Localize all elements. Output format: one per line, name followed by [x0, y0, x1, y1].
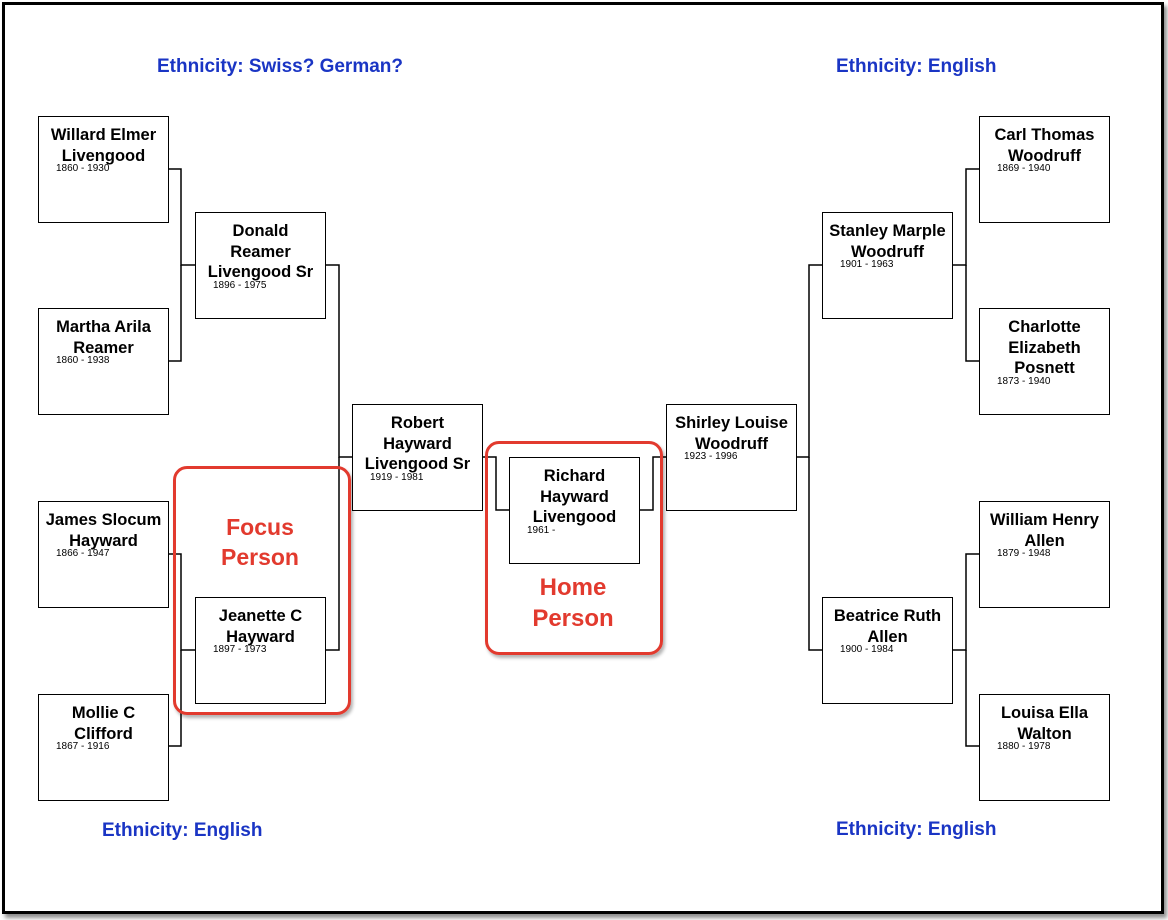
person-years: 1860 - 1930	[56, 163, 110, 174]
person-years: 1896 - 1975	[213, 279, 267, 291]
connector-beatrice-shirley	[808, 457, 822, 651]
home-person-highlight	[485, 441, 663, 655]
person-card-mollie[interactable]: Mollie C Clifford 1867 - 1916	[38, 694, 169, 801]
person-name: Carl Thomas Woodruff	[994, 126, 1095, 165]
focus-person-label-line1: Focus	[226, 514, 294, 540]
focus-person-label-line2: Person	[221, 544, 299, 570]
person-years: 1869 - 1940	[997, 163, 1051, 174]
person-name: Jeanette C Hayward	[218, 607, 303, 646]
person-name: William Henry Allen	[990, 511, 1099, 550]
person-name: Mollie C Clifford	[71, 704, 136, 743]
person-years: 1901 - 1963	[840, 259, 894, 270]
connector-martha-donald	[169, 265, 182, 362]
person-card-willard[interactable]: Willard Elmer Livengood 1860 - 1930	[38, 116, 169, 223]
person-card-robert[interactable]: Robert Hayward Livengood Sr 1919 - 1981	[352, 404, 483, 511]
ethnicity-label-top-left: Ethnicity: Swiss? German?	[157, 56, 403, 77]
focus-person-highlight	[173, 466, 351, 715]
ethnicity-label-top-right: Ethnicity: English	[836, 56, 997, 77]
person-years: 1860 - 1938	[56, 355, 110, 366]
connector-donald-robert	[326, 264, 352, 458]
connector-charlotte-stanley	[965, 265, 979, 362]
person-years: 1879 - 1948	[997, 548, 1051, 559]
connector-william-beatrice	[953, 553, 979, 651]
focus-person-label: Focus Person	[185, 512, 335, 572]
person-card-martha[interactable]: Martha Arila Reamer 1860 - 1938	[38, 308, 169, 415]
person-name: Charlotte Elizabeth Posnett	[1008, 318, 1081, 377]
person-years: 1866 - 1947	[56, 548, 110, 559]
home-person-label: Home Person	[498, 572, 648, 634]
person-years: 1961 -	[527, 524, 556, 536]
connector-shirley-richard	[640, 456, 666, 511]
person-card-shirley[interactable]: Shirley Louise Woodruff 1923 - 1996	[666, 404, 797, 511]
connector-jeanette-robert	[326, 457, 340, 651]
person-card-carl[interactable]: Carl Thomas Woodruff 1869 - 1940	[979, 116, 1110, 223]
person-name: Stanley Marple Woodruff	[829, 222, 946, 261]
person-card-william[interactable]: William Henry Allen 1879 - 1948	[979, 501, 1110, 608]
connector-willard-donald	[169, 168, 195, 266]
connector-carl-stanley	[953, 168, 979, 266]
ethnicity-label-bottom-right: Ethnicity: English	[836, 819, 997, 840]
person-card-louisa[interactable]: Louisa Ella Walton 1880 - 1978	[979, 694, 1110, 801]
connector-stanley-shirley	[797, 264, 822, 458]
home-person-label-line1: Home	[539, 574, 607, 601]
connector-mollie-jeanette	[169, 650, 182, 747]
person-name: Louisa Ella Walton	[1000, 704, 1089, 743]
person-years: 1923 - 1996	[684, 451, 738, 462]
person-years: 1900 - 1984	[840, 644, 894, 655]
person-years: 1897 - 1973	[213, 644, 267, 655]
person-card-beatrice[interactable]: Beatrice Ruth Allen 1900 - 1984	[822, 597, 953, 704]
person-card-stanley[interactable]: Stanley Marple Woodruff 1901 - 1963	[822, 212, 953, 319]
person-name: Martha Arila Reamer	[56, 318, 151, 357]
person-card-richard[interactable]: Richard Hayward Livengood 1961 -	[509, 457, 640, 564]
person-years: 1919 - 1981	[370, 471, 424, 483]
person-card-charlotte[interactable]: Charlotte Elizabeth Posnett 1873 - 1940	[979, 308, 1110, 415]
person-name: Willard Elmer Livengood	[50, 126, 157, 165]
person-years: 1880 - 1978	[997, 741, 1051, 752]
person-years: 1867 - 1916	[56, 741, 110, 752]
connector-robert-richard	[483, 456, 509, 511]
home-person-label-line2: Person	[532, 605, 614, 632]
person-card-donald[interactable]: Donald Reamer Livengood Sr 1896 - 1975	[195, 212, 326, 319]
connector-louisa-beatrice	[965, 650, 979, 747]
person-name: Beatrice Ruth Allen	[833, 607, 942, 646]
person-name: Richard Hayward Livengood	[532, 467, 617, 526]
person-years: 1873 - 1940	[997, 375, 1051, 387]
person-name: Robert Hayward Livengood Sr	[364, 414, 471, 473]
person-name: Shirley Louise Woodruff	[675, 414, 788, 453]
ethnicity-label-bottom-left: Ethnicity: English	[102, 820, 263, 841]
person-card-jeanette[interactable]: Jeanette C Hayward 1897 - 1973	[195, 597, 326, 704]
person-name: James Slocum Hayward	[45, 511, 162, 550]
person-name: Donald Reamer Livengood Sr	[207, 222, 314, 281]
person-card-james[interactable]: James Slocum Hayward 1866 - 1947	[38, 501, 169, 608]
